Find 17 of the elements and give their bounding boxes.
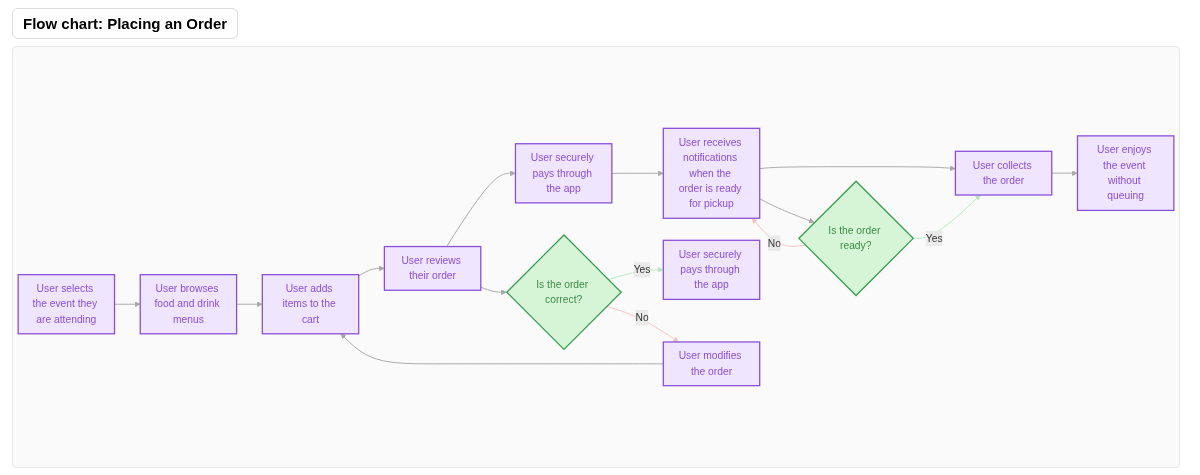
node-box: User browses food and drink menus <box>139 274 238 335</box>
node-box: User enjoys the event without queuing <box>1076 135 1175 212</box>
edge-label: Yes <box>633 264 651 275</box>
node-diamond: Is the order ready? <box>797 180 915 297</box>
edge-label: Yes <box>925 232 943 244</box>
node-box: User receives notifications when the order is ready for pickup <box>662 127 761 219</box>
node-box: User securely pays through the app <box>662 239 761 301</box>
node-box: User adds items to the cart <box>261 274 360 335</box>
node-box: User collects the order <box>954 150 1053 196</box>
node-box: User securely pays through the app <box>514 143 613 204</box>
edge-label: No <box>767 237 781 249</box>
diagram-title: Flow chart: Placing an Order <box>12 8 239 39</box>
node-box: User reviews their order <box>383 245 482 291</box>
node-diamond: Is the order correct? <box>505 234 623 351</box>
node-box: User modifies the order <box>662 341 761 387</box>
edge-label: No <box>635 311 649 323</box>
node-box: User selects the event they are attending <box>17 274 116 335</box>
